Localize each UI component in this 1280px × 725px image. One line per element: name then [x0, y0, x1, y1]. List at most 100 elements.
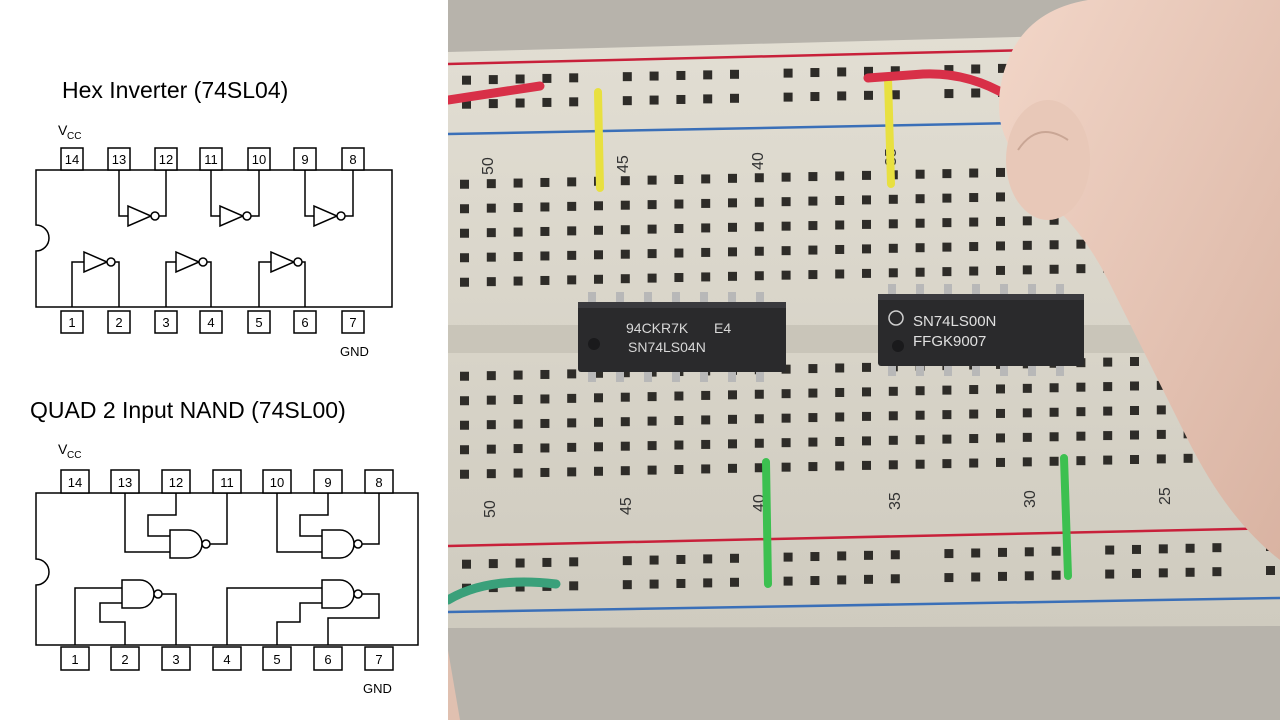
- breadboard-hole: [567, 275, 577, 285]
- breadboard-hole: [835, 171, 845, 181]
- breadboard-hole: [783, 576, 793, 586]
- chip-leg: [700, 292, 708, 302]
- breadboard-hole: [569, 97, 579, 107]
- breadboard-hole: [462, 559, 471, 569]
- breadboard-hole: [486, 277, 496, 287]
- chip-sn74ls04n: 94CKR7K E4 SN74LS04N: [578, 292, 786, 382]
- breadboard-hole: [460, 228, 469, 238]
- chip-leg: [644, 292, 652, 302]
- hex-pin-5: 5: [255, 315, 262, 330]
- nand-pin-7: 7: [375, 652, 382, 667]
- breadboard-hole: [620, 249, 630, 259]
- breadboard-hole: [808, 437, 818, 447]
- breadboard-hole: [1185, 543, 1195, 553]
- breadboard-hole: [647, 465, 657, 475]
- chip-leg: [1056, 366, 1064, 376]
- breadboard-hole: [835, 244, 845, 254]
- breadboard-hole: [701, 174, 711, 184]
- breadboard-hole: [835, 387, 845, 397]
- chip-leg: [916, 366, 924, 376]
- breadboard-hole: [888, 411, 898, 421]
- breadboard-hole: [1130, 381, 1139, 391]
- breadboard-hole: [594, 417, 603, 427]
- breadboard-hole: [1022, 457, 1032, 467]
- breadboard-hole: [1076, 264, 1086, 274]
- red-wire-left: [448, 81, 545, 105]
- breadboard-hole: [620, 392, 630, 402]
- pinout-diagrams-svg: Hex Inverter (74SL04) V CC: [30, 77, 419, 696]
- breadboard-hole: [649, 95, 659, 105]
- nand-vcc-label: V: [58, 441, 68, 457]
- breadboard-hole: [944, 89, 954, 99]
- breadboard-hole: [620, 417, 630, 427]
- breadboard-hole: [783, 552, 793, 562]
- breadboard-hole: [971, 548, 981, 558]
- breadboard-hole: [864, 550, 873, 560]
- chip-leg: [728, 292, 736, 302]
- breadboard-hole: [1051, 546, 1061, 556]
- breadboard-hole: [728, 463, 737, 473]
- breadboard-hole: [513, 178, 523, 188]
- breadboard-hole: [1022, 408, 1032, 418]
- breadboard-hole: [862, 170, 871, 180]
- chip-leg: [1028, 366, 1036, 376]
- hex-pin-14: 14: [65, 152, 79, 167]
- breadboard-hole: [540, 394, 550, 404]
- breadboard-hole: [915, 386, 925, 396]
- breadboard-hole: [622, 96, 632, 106]
- breadboard-hole: [730, 553, 739, 563]
- breadboard-hole: [998, 547, 1007, 557]
- chip-leg: [588, 292, 596, 302]
- chip-leg: [644, 372, 652, 382]
- breadboard-hole: [1049, 432, 1059, 442]
- nand-pin-10: 10: [270, 475, 284, 490]
- chip-leg: [944, 366, 952, 376]
- breadboard-hole: [486, 395, 496, 405]
- breadboard-hole: [513, 419, 523, 429]
- breadboard-hole: [540, 251, 550, 261]
- breadboard-hole: [540, 226, 550, 236]
- hex-pin-6: 6: [301, 315, 308, 330]
- breadboard-hole: [730, 69, 739, 79]
- breadboard-hole: [486, 444, 496, 454]
- breadboard-hole: [513, 468, 523, 478]
- breadboard-hole: [1076, 407, 1086, 417]
- breadboard-hole: [754, 414, 764, 424]
- breadboard-hole: [864, 66, 873, 76]
- nand-pin-6: 6: [324, 652, 331, 667]
- upper-number-40: 40: [750, 152, 767, 170]
- hex-pin-12: 12: [159, 152, 173, 167]
- breadboard-hole: [460, 396, 469, 406]
- breadboard-hole: [754, 246, 764, 256]
- breadboard-hole: [674, 440, 684, 450]
- breadboard-hole: [862, 244, 871, 254]
- breadboard-hole: [649, 555, 659, 565]
- breadboard-hole: [460, 371, 469, 381]
- nand-pin-8: 8: [375, 475, 382, 490]
- breadboard-hole: [594, 225, 603, 235]
- breadboard-hole: [781, 462, 791, 472]
- chip-leg: [672, 292, 680, 302]
- breadboard-hole: [837, 575, 847, 585]
- breadboard-hole: [942, 169, 952, 179]
- nand-pin-14: 14: [68, 475, 82, 490]
- breadboard-hole: [486, 228, 496, 238]
- breadboard-hole: [567, 226, 577, 236]
- breadboard-hole: [515, 74, 525, 84]
- breadboard-hole: [996, 265, 1005, 275]
- breadboard-hole: [944, 549, 954, 559]
- hex-pin-7: 7: [349, 315, 356, 330]
- hex-pin-10: 10: [252, 152, 266, 167]
- breadboard-hole: [996, 384, 1005, 394]
- motorola-logo-icon: [888, 310, 904, 326]
- breadboard-hole: [1024, 547, 1034, 557]
- breadboard-hole: [1212, 567, 1222, 577]
- breadboard-hole: [540, 443, 550, 453]
- chip-leg: [972, 366, 980, 376]
- breadboard-hole: [835, 436, 845, 446]
- breadboard-hole: [996, 241, 1005, 251]
- breadboard-hole: [701, 415, 711, 425]
- breadboard-hole: [594, 442, 603, 452]
- breadboard-hole: [754, 173, 764, 183]
- upper-number-45: 45: [615, 155, 632, 173]
